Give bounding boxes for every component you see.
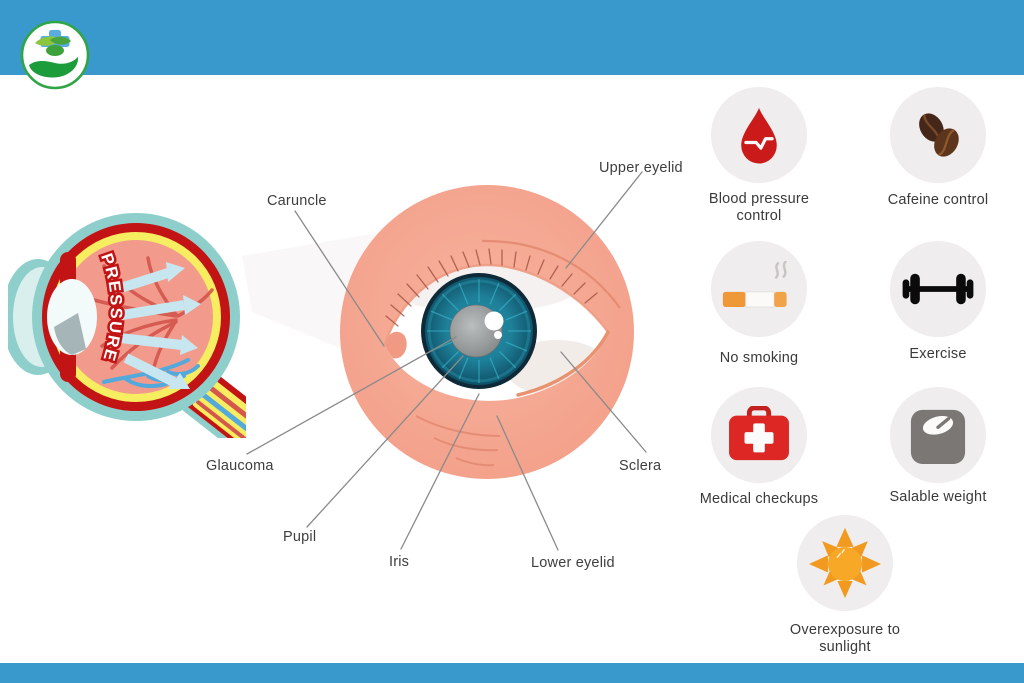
lens <box>47 279 97 355</box>
label-upper-eyelid: Upper eyelid <box>599 160 683 176</box>
header-bar <box>0 0 1024 75</box>
retinal-vessels-blue <box>102 358 200 389</box>
label-caruncle: Caruncle <box>267 193 327 209</box>
prevention-item-label: Overexposure to sunlight <box>789 622 901 655</box>
footer-bar <box>0 663 1024 683</box>
leaf-icon <box>35 36 71 56</box>
weight-scale-icon <box>910 409 966 464</box>
prevention-item-label: Salable weight <box>889 489 987 505</box>
eye-pressure-diagram: PRESSURE <box>8 213 246 438</box>
prevention-item-caffeine <box>890 87 986 183</box>
prevention-item-label: Medical checkups <box>699 491 819 507</box>
prevention-item-sunlight <box>797 515 893 611</box>
glaucoma-leader-line <box>246 336 457 455</box>
iris-leader-line <box>400 393 480 550</box>
prevention-item-weight <box>890 387 986 483</box>
caruncle <box>385 331 407 359</box>
upper-eyelid-crease <box>481 239 621 309</box>
label-iris: Iris <box>389 554 410 570</box>
eye-highlight <box>484 311 504 331</box>
cigarette-icon <box>722 261 787 308</box>
eyelid-skin <box>340 185 634 479</box>
label-lower-eyelid: Lower eyelid <box>531 555 615 571</box>
dumbbell-icon <box>902 273 974 305</box>
lower-lid-margin <box>516 330 610 397</box>
sclera-leader-line <box>560 351 647 453</box>
cornea <box>8 259 74 375</box>
blood-drop-icon <box>741 107 777 164</box>
lower-lid-creases <box>415 415 501 467</box>
prevention-item-label: Blood pressure control <box>708 191 810 224</box>
caruncle-leader-line <box>294 210 385 347</box>
globe-outer <box>32 213 240 421</box>
prevention-item-no-smoking <box>711 241 807 337</box>
pressure-arrows <box>106 262 201 389</box>
first-aid-kit-icon <box>729 406 789 461</box>
pupil-cloudy <box>449 304 503 358</box>
lower-eyelid-leader-line <box>496 415 559 551</box>
prevention-item-blood-pressure <box>711 87 807 183</box>
vitreous <box>59 240 213 394</box>
label-sclera: Sclera <box>619 458 662 474</box>
sclera <box>385 265 608 401</box>
iris-cross-section <box>60 252 76 382</box>
retina-ring <box>51 232 221 402</box>
eyelashes <box>385 248 598 327</box>
prevention-item-label: Cafeine control <box>887 192 989 208</box>
upper-lid-margin <box>383 263 609 346</box>
label-glaucoma: Glaucoma <box>206 458 274 474</box>
iris <box>421 273 537 389</box>
choroid-ring <box>42 223 230 411</box>
pupil-leader-line <box>306 355 464 528</box>
label-pupil: Pupil <box>283 529 317 545</box>
optic-nerve <box>182 373 246 438</box>
coffee-beans-icon <box>919 113 959 157</box>
upper-eyelid-leader-line <box>565 171 643 269</box>
prevention-item-label: Exercise <box>909 346 967 362</box>
sun-icon <box>808 527 882 599</box>
hand-icon <box>29 57 79 78</box>
retinal-vessels-red <box>92 256 214 380</box>
prevention-item-medical-checkups <box>711 387 807 483</box>
prevention-item-exercise <box>890 241 986 337</box>
brand-logo <box>20 20 90 90</box>
eye-anatomy-illustration <box>340 185 634 479</box>
pressure-banner: PRESSURE <box>97 251 125 364</box>
prevention-item-label: No smoking <box>719 350 799 366</box>
